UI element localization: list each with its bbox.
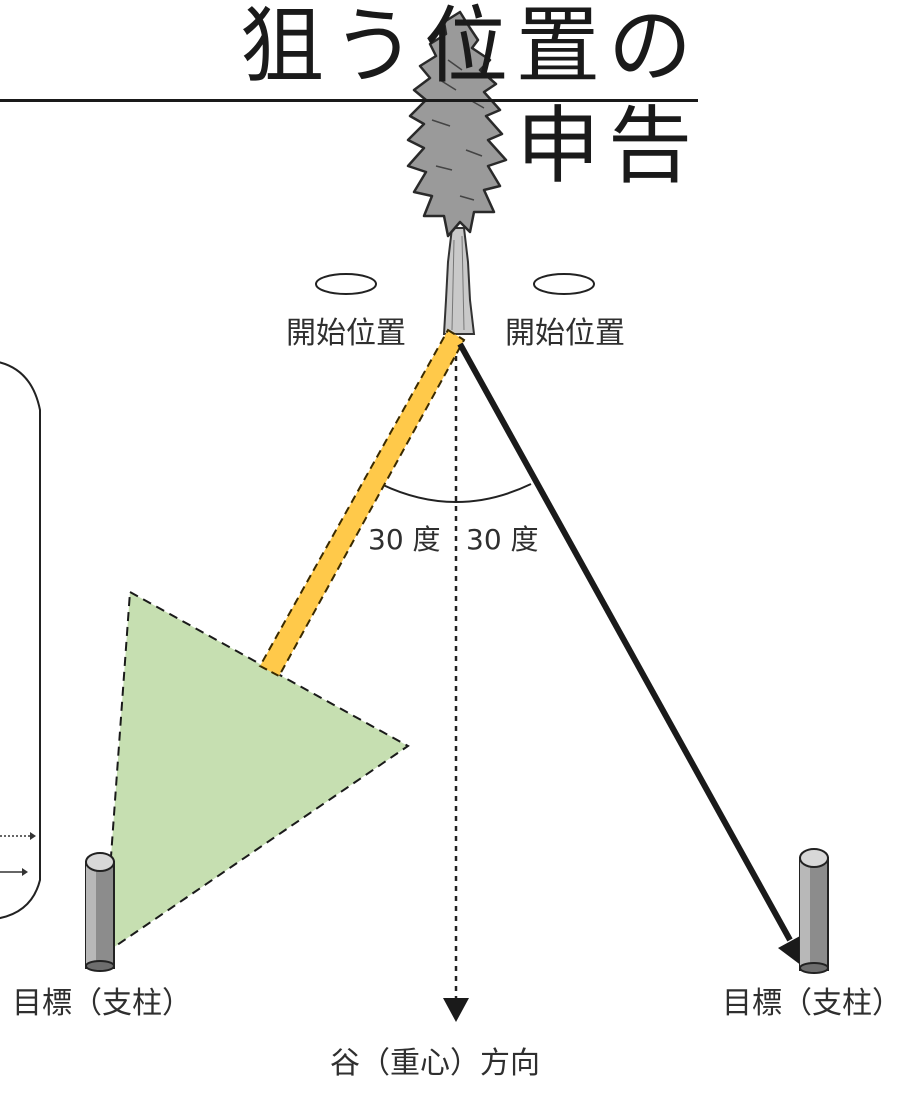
swing-zone-triangle [102,590,410,956]
angle-right-label: 30 度 [466,523,539,556]
legend-panel [0,361,41,920]
target-post-left [85,852,115,972]
start-position-left-label: 開始位置 [286,316,406,351]
angle-left-label: 30 度 [368,523,441,556]
valley-direction-label: 谷（重心）方向 [330,1046,540,1081]
start-position-right-label: 開始位置 [505,316,625,351]
tree-icon [406,10,508,335]
legend-dotted-arrow-head [30,832,36,840]
page-title: 狙う位置の申告 [239,0,700,195]
start-marker-left [315,273,377,295]
fall-direction-arrowhead [778,936,802,966]
fall-direction-arrow [457,342,793,942]
legend-solid-arrow-head [22,868,28,876]
target-right-label: 目標（支柱） [722,986,902,1021]
valley-direction-arrowhead [443,998,469,1022]
title-underline [0,99,698,102]
lean-direction-bar [258,328,466,678]
start-marker-right [533,273,595,295]
target-post-right [799,848,829,974]
angle-arc [380,483,532,503]
target-left-label: 目標（支柱） [12,986,192,1021]
